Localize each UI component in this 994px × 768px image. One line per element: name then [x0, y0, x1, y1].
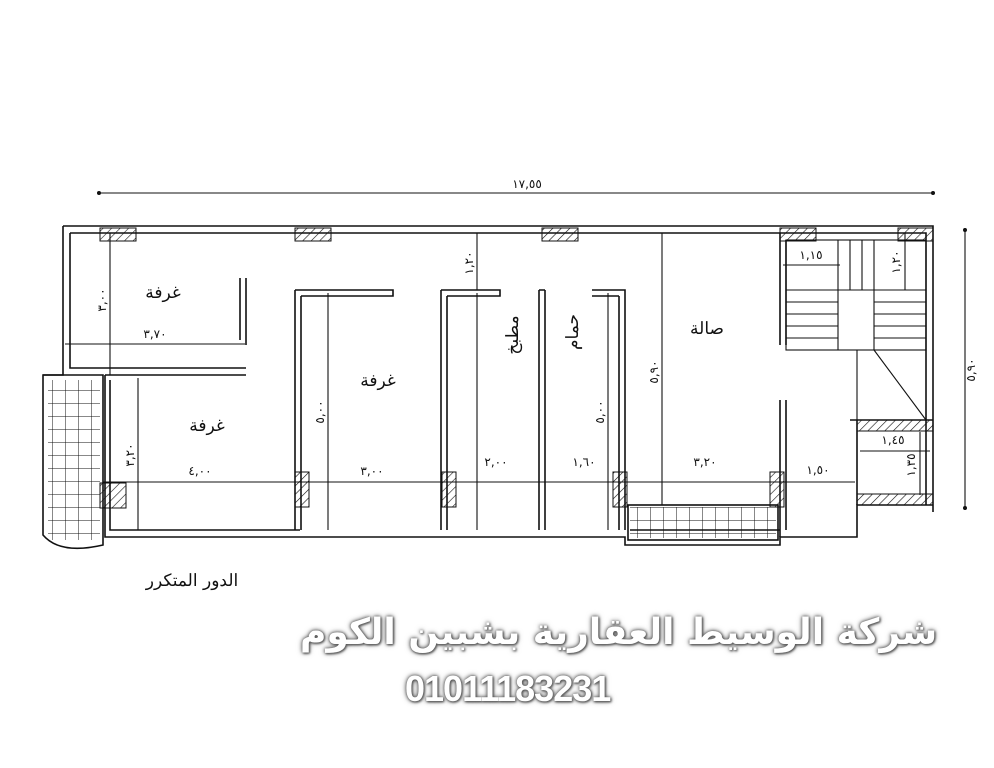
dim-hall-width: ٣,٢٠	[693, 455, 716, 469]
dim-bath-width: ١,٦٠	[572, 455, 595, 469]
left-balcony	[42, 374, 104, 550]
staircase	[785, 239, 927, 421]
dim-room3-width: ٣,٠٠	[360, 464, 383, 478]
total-width-dimension	[97, 191, 935, 195]
total-depth-dimension	[963, 228, 967, 510]
dim-room1-depth: ٣,٠٠	[95, 288, 109, 311]
dim-bath-depth: ٥,٠٠	[593, 400, 607, 423]
front-balcony	[627, 504, 779, 541]
dim-room1-width: ٣,٧٠	[143, 327, 166, 341]
room-label-bathroom: حمام	[563, 314, 583, 350]
room-label-bottom-left: غرفة	[189, 416, 225, 436]
dim-total-width: ١٧,٥٥	[512, 177, 542, 191]
floor-title: الدور المتكرر	[145, 571, 239, 591]
watermark-company: شركة الوسيط العقارية بشبين الكوم	[300, 612, 938, 653]
walls	[43, 225, 934, 546]
watermark-phone: 01011183231	[405, 668, 611, 709]
dim-shaft-width: ١,٤٥	[881, 433, 904, 447]
dim-room2-width: ٤,٠٠	[188, 464, 211, 478]
dim-hall-depth: ٥,٩٠	[647, 360, 661, 383]
dim-total-depth: ٥,٩٠	[964, 358, 978, 381]
dim-stair-width: ١,١٥	[799, 248, 822, 262]
room-label-middle: غرفة	[360, 371, 396, 391]
room-label-kitchen: مطبخ	[503, 315, 523, 354]
columns	[99, 227, 934, 509]
dim-shaft-depth: ١,٣٥	[904, 453, 918, 476]
dim-corridor: ١,٢٠	[462, 251, 476, 274]
dim-room2-depth: ٣,٢٠	[123, 443, 137, 466]
dim-stair-landing: ١,٢٠	[889, 250, 903, 273]
dimension-lines	[65, 233, 930, 530]
dim-entry-width: ١,٥٠	[806, 463, 829, 477]
room-label-top-left: غرفة	[145, 283, 181, 303]
dim-kitchen-width: ٢,٠٠	[484, 455, 507, 469]
dim-room3-depth: ٥,٠٠	[313, 400, 327, 423]
room-label-hall: صالة	[690, 319, 724, 339]
